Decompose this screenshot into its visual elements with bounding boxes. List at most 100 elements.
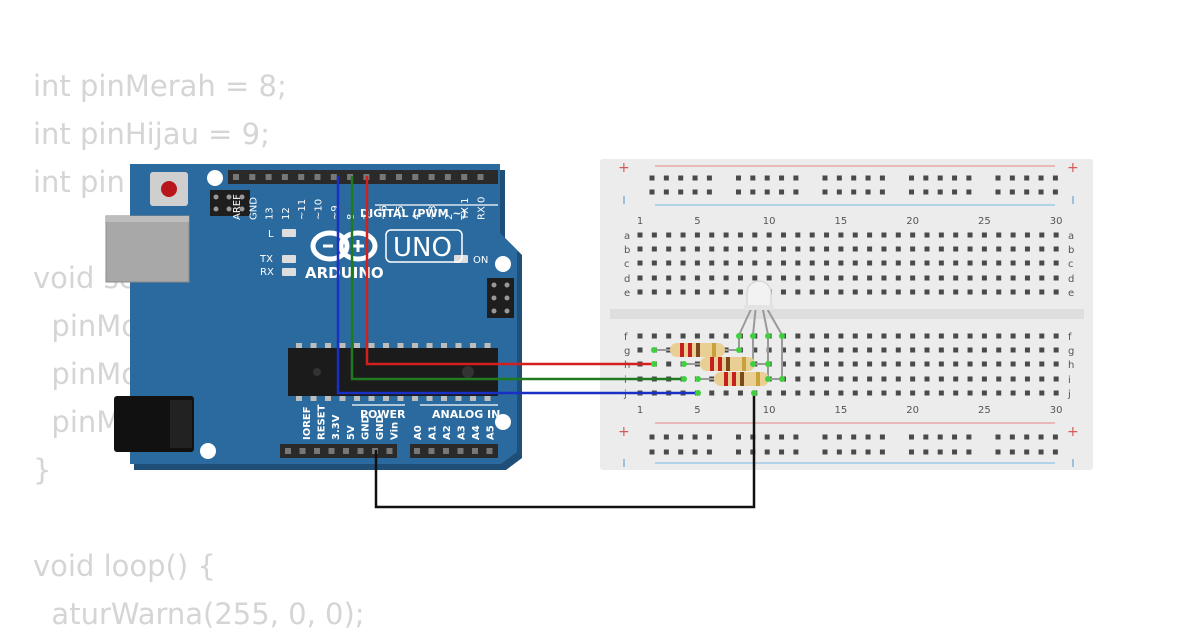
breadboard-hole[interactable] [953, 232, 959, 238]
breadboard-hole[interactable] [1053, 347, 1059, 353]
rail-hole[interactable] [1052, 434, 1058, 440]
rail-hole[interactable] [1024, 175, 1030, 181]
rail-hole[interactable] [851, 434, 857, 440]
breadboard-hole[interactable] [694, 289, 700, 295]
breadboard-hole[interactable] [924, 333, 930, 339]
breadboard-hole[interactable] [709, 275, 715, 281]
breadboard-hole[interactable] [953, 333, 959, 339]
breadboard-hole[interactable] [996, 376, 1002, 382]
breadboard-hole[interactable] [867, 289, 873, 295]
breadboard-hole[interactable] [981, 275, 987, 281]
rail-hole[interactable] [1038, 434, 1044, 440]
breadboard-hole[interactable] [737, 232, 743, 238]
breadboard-hole[interactable] [910, 390, 916, 396]
breadboard-hole[interactable] [1039, 232, 1045, 238]
rail-hole[interactable] [793, 449, 799, 455]
breadboard-hole[interactable] [809, 275, 815, 281]
rail-hole[interactable] [736, 189, 741, 195]
power-pin-hole[interactable] [386, 448, 393, 454]
breadboard-hole[interactable] [637, 333, 643, 339]
digital-pin-hole[interactable] [461, 174, 468, 180]
breadboard-hole[interactable] [895, 390, 901, 396]
breadboard-hole[interactable] [938, 260, 944, 266]
breadboard-hole[interactable] [838, 246, 844, 252]
rail-hole[interactable] [678, 175, 684, 181]
analog-pin-hole[interactable] [428, 448, 435, 454]
breadboard-hole[interactable] [852, 232, 858, 238]
rail-hole[interactable] [952, 434, 958, 440]
breadboard-hole[interactable] [781, 390, 786, 396]
breadboard-hole[interactable] [910, 246, 916, 252]
breadboard-hole[interactable] [838, 260, 844, 266]
rail-hole[interactable] [1038, 175, 1044, 181]
breadboard-hole[interactable] [996, 361, 1002, 367]
breadboard-hole[interactable] [737, 260, 743, 266]
breadboard-hole[interactable] [809, 376, 815, 382]
breadboard-hole[interactable] [1010, 376, 1016, 382]
rail-hole[interactable] [736, 449, 741, 455]
rail-hole[interactable] [793, 175, 799, 181]
analog-pin-hole[interactable] [472, 448, 478, 454]
breadboard-hole[interactable] [723, 390, 729, 396]
rail-hole[interactable] [995, 175, 1001, 181]
breadboard-hole[interactable] [737, 390, 743, 396]
breadboard-hole[interactable] [766, 347, 772, 353]
breadboard-hole[interactable] [838, 390, 844, 396]
breadboard-hole[interactable] [910, 232, 916, 238]
rail-hole[interactable] [822, 434, 828, 440]
breadboard-hole[interactable] [795, 275, 801, 281]
rail-hole[interactable] [923, 175, 929, 181]
digital-pin-hole[interactable] [314, 174, 321, 180]
breadboard-hole[interactable] [1010, 361, 1016, 367]
rail-hole[interactable] [692, 434, 698, 440]
breadboard-hole[interactable] [795, 347, 801, 353]
breadboard-hole[interactable] [967, 246, 973, 252]
breadboard-hole[interactable] [795, 333, 801, 339]
breadboard-hole[interactable] [766, 260, 772, 266]
breadboard-hole[interactable] [651, 246, 657, 252]
breadboard-hole[interactable] [694, 246, 700, 252]
rail-hole[interactable] [923, 434, 929, 440]
rail-hole[interactable] [966, 189, 972, 195]
breadboard-hole[interactable] [910, 333, 916, 339]
breadboard-hole[interactable] [637, 275, 643, 281]
breadboard-hole[interactable] [910, 347, 916, 353]
digital-pin-hole[interactable] [347, 174, 354, 180]
breadboard-hole[interactable] [1010, 232, 1016, 238]
breadboard-hole[interactable] [723, 232, 729, 238]
breadboard-hole[interactable] [809, 361, 815, 367]
digital-pin-hole[interactable] [330, 174, 337, 180]
breadboard-hole[interactable] [967, 289, 973, 295]
breadboard-hole[interactable] [981, 361, 987, 367]
breadboard-hole[interactable] [795, 232, 801, 238]
breadboard-hole[interactable] [1024, 361, 1030, 367]
breadboard-hole[interactable] [1053, 376, 1059, 382]
breadboard-hole[interactable] [1024, 289, 1030, 295]
breadboard-hole[interactable] [910, 376, 916, 382]
breadboard-hole[interactable] [938, 390, 944, 396]
rail-hole[interactable] [649, 449, 655, 455]
breadboard-hole[interactable] [637, 347, 643, 353]
breadboard-hole[interactable] [852, 390, 858, 396]
breadboard-hole[interactable] [1039, 275, 1045, 281]
analog-pin-hole[interactable] [443, 448, 449, 454]
rail-hole[interactable] [822, 449, 828, 455]
breadboard-hole[interactable] [766, 232, 772, 238]
breadboard-hole[interactable] [1010, 289, 1016, 295]
analog-pin-hole[interactable] [414, 448, 420, 454]
breadboard-hole[interactable] [953, 390, 959, 396]
breadboard-hole[interactable] [752, 260, 758, 266]
breadboard-hole[interactable] [953, 289, 959, 295]
breadboard-hole[interactable] [709, 333, 715, 339]
digital-pin-hole[interactable] [428, 174, 435, 180]
breadboard-hole[interactable] [666, 333, 672, 339]
breadboard-hole[interactable] [895, 347, 901, 353]
power-pin-hole[interactable] [343, 448, 349, 454]
breadboard-hole[interactable] [910, 361, 916, 367]
digital-pin-hole[interactable] [379, 174, 386, 180]
rail-hole[interactable] [793, 434, 799, 440]
rail-hole[interactable] [851, 189, 857, 195]
breadboard-hole[interactable] [910, 260, 916, 266]
rail-hole[interactable] [1009, 189, 1015, 195]
